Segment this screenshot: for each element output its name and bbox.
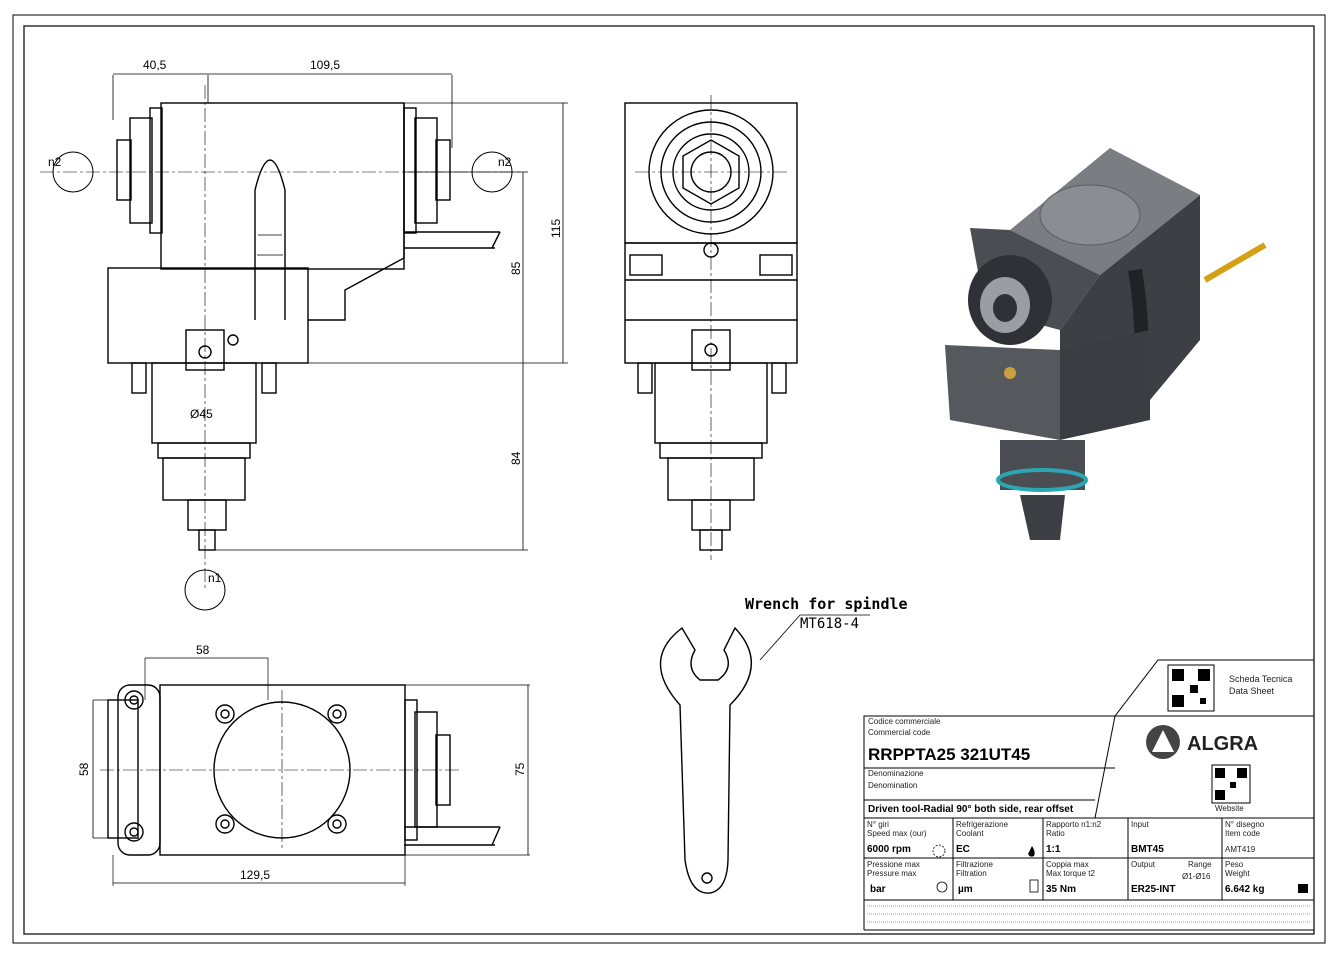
dim-75: 75 [513, 762, 527, 776]
website-label: Website [1215, 804, 1244, 813]
range-value: Ø1-Ø16 [1182, 872, 1211, 881]
title-block [863, 659, 1314, 931]
speed-value: 6000 rpm [867, 844, 911, 855]
coolant-value: EC [956, 844, 970, 855]
qr-code-datasheet [1167, 664, 1215, 712]
dim-58-height: 58 [77, 762, 91, 776]
output-value: ER25-INT [1131, 884, 1175, 895]
filtration-value: µm [958, 884, 973, 895]
wrench-title: Wrench for spindle [745, 595, 908, 613]
input-label: Input [1131, 820, 1150, 829]
denomination-label-it: Denominazione [868, 769, 924, 778]
rotation-n2-right: n2 [498, 155, 512, 169]
side-view [624, 95, 798, 560]
dim-109-5: 109,5 [310, 58, 340, 72]
dim-85: 85 [509, 261, 523, 275]
weight-lock-icon [1298, 884, 1308, 893]
dim-diameter-45: Ø45 [190, 407, 213, 421]
drawing-value: AMT419 [1225, 845, 1256, 854]
denomination-value: Driven tool-Radial 90° both side, rear o… [868, 804, 1074, 815]
fine-print-band [867, 905, 1310, 923]
ratio-value: 1:1 [1046, 844, 1061, 855]
dim-115: 115 [549, 219, 563, 238]
front-view [40, 73, 568, 611]
torque-value: 35 Nm [1046, 884, 1076, 895]
rotation-n2-left: n2 [48, 155, 62, 169]
inner-frame [23, 25, 1315, 935]
brand-name: ALGRA [1187, 733, 1258, 755]
code-label-en: Commercial code [868, 728, 931, 737]
dim-129-5: 129,5 [240, 868, 270, 882]
commercial-code: RRPPTA25 321UT45 [868, 745, 1030, 764]
wrench-drawing [659, 614, 870, 894]
filter-icon [1029, 879, 1039, 893]
range-label: Range [1188, 860, 1212, 869]
output-label: Output [1131, 860, 1156, 869]
datasheet-label-it: Scheda Tecnica [1229, 674, 1292, 684]
pressure-value: bar [870, 884, 886, 895]
qr-code-website [1211, 764, 1251, 804]
rotation-n1: n1 [208, 571, 222, 585]
outer-frame [12, 14, 1326, 944]
code-label-it: Codice commerciale [868, 717, 941, 726]
weight-value: 6.642 kg [1225, 884, 1264, 895]
datasheet-label-en: Data Sheet [1229, 686, 1275, 696]
iso-3d-render [945, 148, 1267, 540]
wrench-code: MT618-4 [800, 616, 859, 632]
dim-40-5: 40,5 [143, 58, 167, 72]
pressure-gauge-icon [936, 881, 948, 893]
input-value: BMT45 [1131, 844, 1164, 855]
dim-84: 84 [509, 451, 523, 465]
denomination-label-en: Denomination [868, 781, 917, 790]
coolant-drop-icon [1028, 846, 1035, 857]
speed-icon [932, 844, 946, 858]
top-view [92, 657, 530, 886]
algra-logo: ALGRA [1146, 725, 1258, 759]
dim-58-width: 58 [196, 643, 210, 657]
